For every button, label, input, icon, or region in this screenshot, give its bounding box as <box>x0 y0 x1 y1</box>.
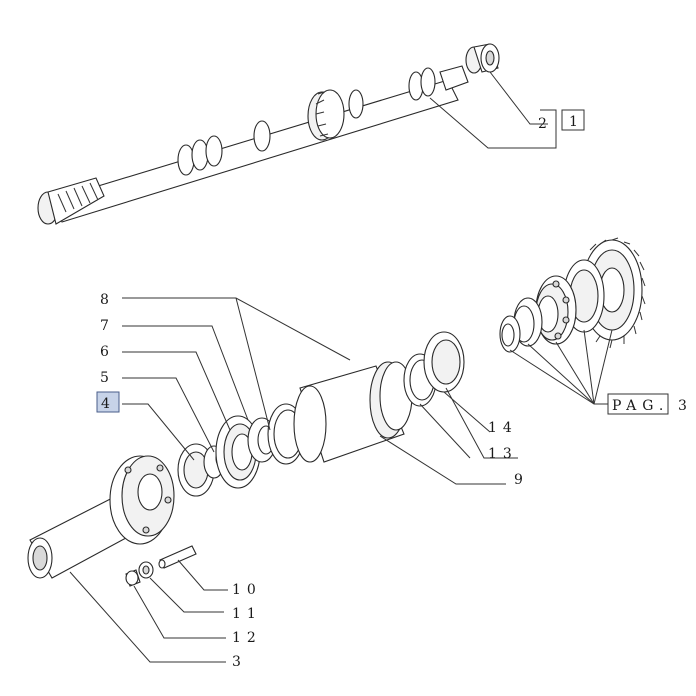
label-7: 7 <box>100 318 115 334</box>
label-9: 9 <box>514 472 529 488</box>
label-6: 6 <box>100 344 115 360</box>
label-12: 12 <box>232 630 262 646</box>
pag-box <box>607 393 669 415</box>
highlight-box-4 <box>96 391 120 413</box>
pag-text: PAG. <box>612 398 669 414</box>
label-14: 14 <box>488 420 518 436</box>
leader-2-b <box>489 71 548 125</box>
label-2: 2 <box>538 116 553 132</box>
label-5: 5 <box>100 370 115 386</box>
label-10: 10 <box>232 582 262 598</box>
label-1: 1 <box>569 114 584 130</box>
leader-2-a <box>429 97 557 149</box>
label-4: 4 <box>101 396 116 412</box>
label-3: 3 <box>232 654 247 670</box>
lower-assembly <box>27 331 465 587</box>
label-11: 11 <box>232 606 262 622</box>
gear-group <box>499 237 646 353</box>
label-8: 8 <box>100 292 115 308</box>
lower-leaders <box>69 297 518 663</box>
top-shaft <box>37 43 500 225</box>
label-13: 13 <box>488 446 518 462</box>
callout-box-1 <box>561 109 585 131</box>
pag-leaders <box>509 329 613 405</box>
pag-number: 3 <box>678 398 693 414</box>
